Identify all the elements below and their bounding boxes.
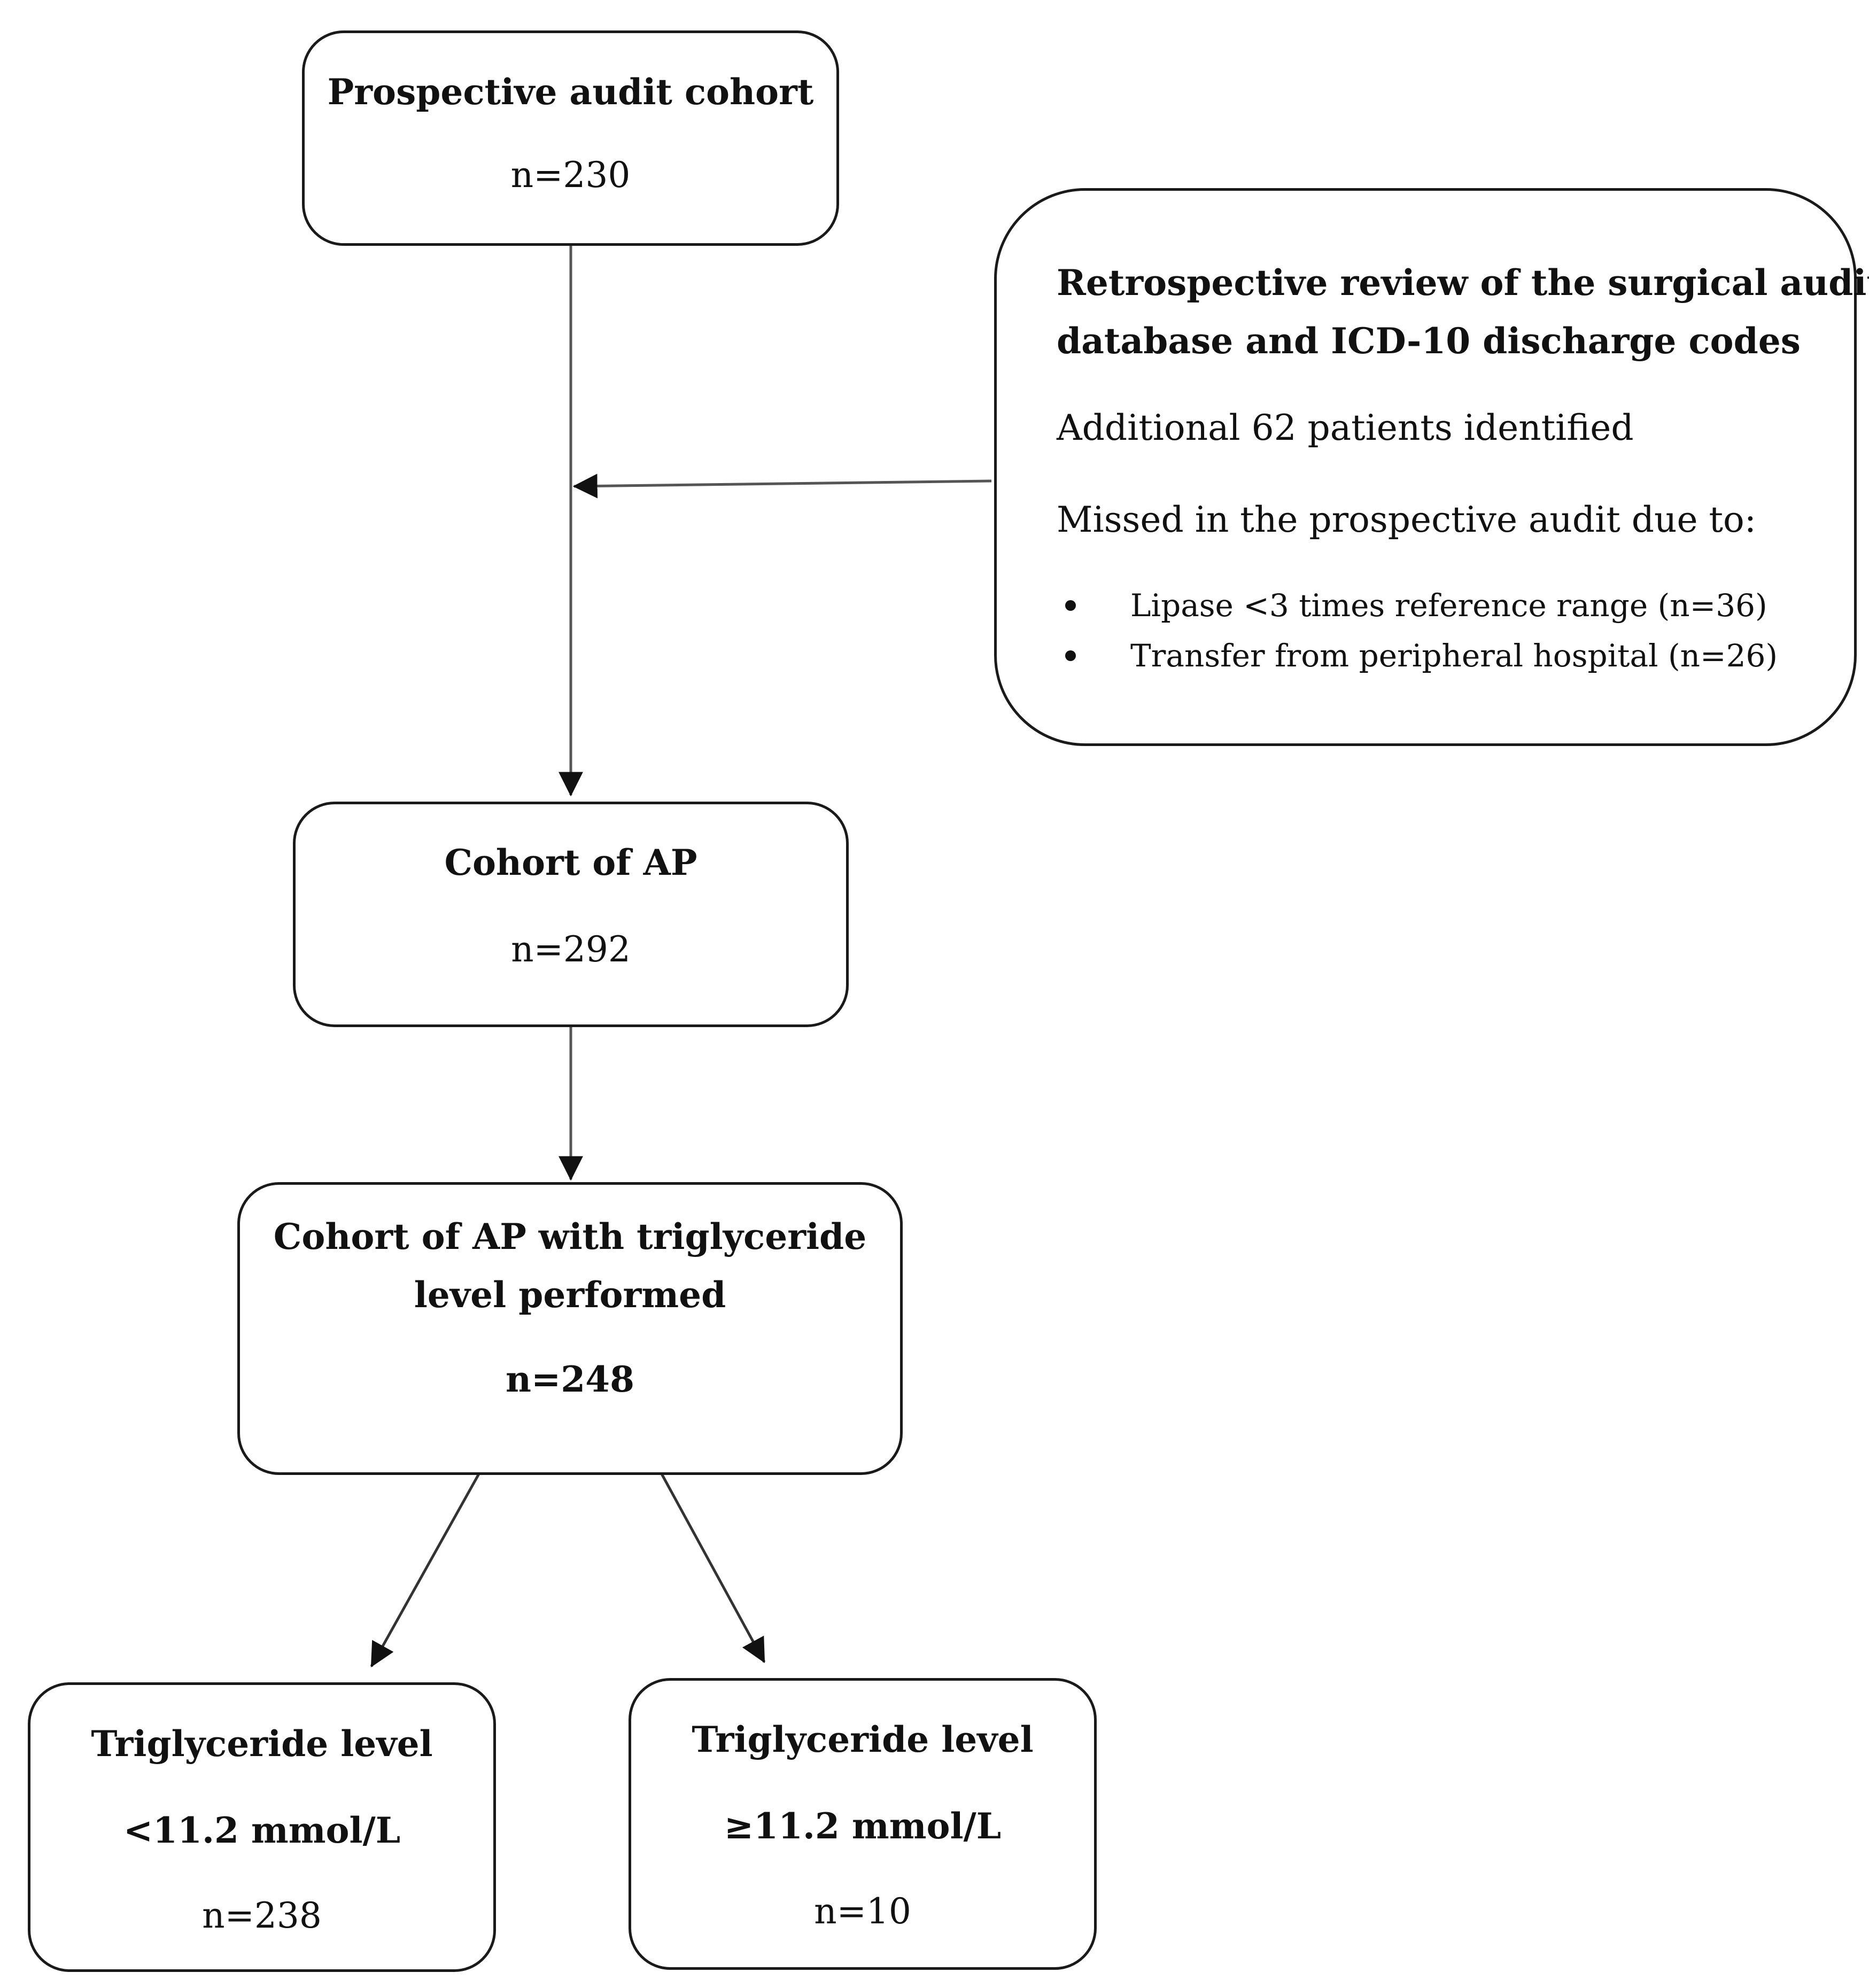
bullet-dot [1065,650,1076,661]
retrospective-title-line2: database and ICD-10 discharge codes [1057,320,1801,362]
cohort-ap-box: Cohort of AP n=292 [293,802,849,1027]
missed-reason-lipase: Lipase <3 times reference range (n=36) [1130,587,1767,624]
prospective-cohort-title: Prospective audit cohort [327,71,814,113]
cohort-ap-title: Cohort of AP [444,842,697,883]
retrospective-review-box: Retrospective review of the surgical aud… [994,188,1869,746]
arrow-tg-to-high [660,1473,766,1664]
tg-low-n: n=238 [202,1895,322,1936]
tg-low-title: Triglyceride level [91,1723,433,1765]
cohort-ap-n: n=292 [511,929,631,970]
cohort-tg-title-line1: Cohort of AP with triglyceride [273,1216,867,1257]
tg-high-box: Triglyceride level ≥11.2 mmol/L n=10 [629,1678,1097,1970]
prospective-cohort-box: Prospective audit cohort n=230 [302,30,839,246]
tg-low-box: Triglyceride level <11.2 mmol/L n=238 [28,1682,496,1972]
cohort-tg-box: Cohort of AP with triglyceride level per… [237,1182,903,1475]
tg-low-threshold: <11.2 mmol/L [123,1810,401,1851]
tg-high-n: n=10 [814,1891,911,1932]
additional-patients-text: Additional 62 patients identified [1057,407,1634,448]
bullet-dot [1065,600,1076,611]
tg-high-title: Triglyceride level [692,1719,1034,1760]
arrow-tg-to-low [370,1473,480,1668]
arrow-retrospective-merge [572,473,992,499]
retrospective-title-line1: Retrospective review of the surgical aud… [1057,262,1869,304]
cohort-tg-n: n=248 [505,1358,635,1400]
prospective-cohort-n: n=230 [510,154,631,196]
missed-reason-transfer: Transfer from peripheral hospital (n=26) [1130,638,1778,674]
missed-reason-heading: Missed in the prospective audit due to: [1057,499,1757,540]
cohort-tg-title-line2: level performed [414,1274,726,1316]
tg-high-threshold: ≥11.2 mmol/L [724,1805,1002,1847]
